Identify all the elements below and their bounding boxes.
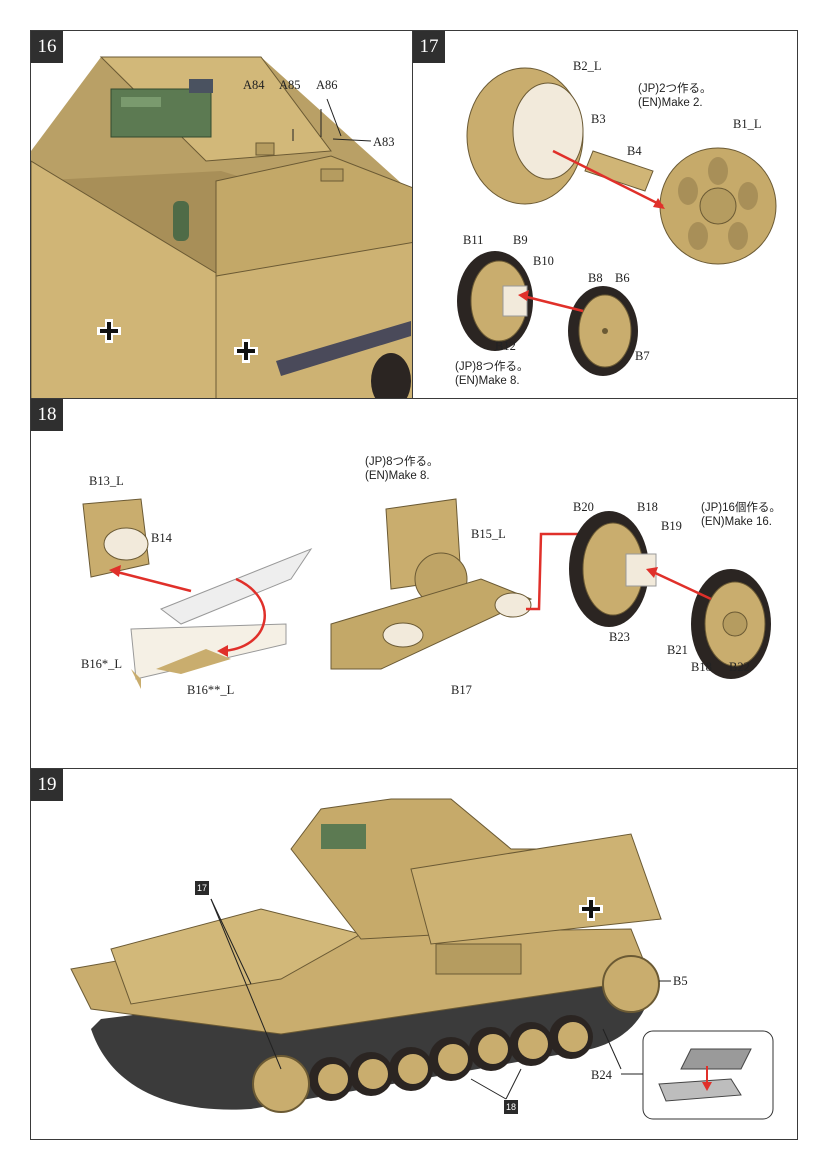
- step-number: 16: [31, 31, 63, 63]
- note-make-8: (JP)8つ作る。 (EN)Make 8.: [455, 360, 528, 388]
- part-label-b16ll: B16**_L: [187, 683, 235, 697]
- note-en: (EN)Make 16.: [701, 516, 772, 528]
- part-label-b13l: B13_L: [89, 474, 124, 488]
- part-label-b2l: B2_L: [573, 59, 602, 73]
- note-jp: (JP)16個作る。: [701, 502, 781, 514]
- part-label-b5: B5: [673, 974, 688, 988]
- note-en: (EN)Make 2.: [638, 97, 703, 109]
- note-jp: (JP)8つ作る。: [455, 361, 529, 373]
- part-label-b9: B9: [513, 233, 528, 247]
- note-en: (EN)Make 8.: [455, 375, 520, 387]
- step-number: 18: [31, 399, 63, 431]
- step-19-illustration: [70, 798, 774, 1120]
- part-label-b17: B17: [451, 683, 472, 697]
- note-make-8: (JP)8つ作る。 (EN)Make 8.: [365, 455, 438, 483]
- part-label-b18: B18: [691, 660, 712, 674]
- part-label-b20: B20: [573, 500, 594, 514]
- part-label-b14: B14: [151, 531, 172, 545]
- note-make-16: (JP)16個作る。 (EN)Make 16.: [701, 501, 781, 529]
- part-label-a84: A84: [243, 78, 265, 92]
- note-jp: (JP)2つ作る。: [638, 83, 712, 95]
- part-label-b6: B6: [615, 271, 630, 285]
- part-label-b16l: B16*_L: [81, 657, 122, 671]
- step-number: 19: [31, 769, 63, 801]
- part-label-a86: A86: [316, 78, 338, 92]
- step-ref-tag-17: 17: [195, 881, 209, 895]
- part-label-b22: B22: [729, 660, 750, 674]
- step-17-illustration: [457, 67, 777, 376]
- part-label-b7: B7: [635, 349, 650, 363]
- step-19-panel: 19 17 18 B5 B24: [30, 768, 798, 1140]
- part-label-b8: B8: [588, 271, 603, 285]
- part-label-b24: B24: [591, 1068, 612, 1082]
- part-label-b18: B18: [637, 500, 658, 514]
- part-label-b1l: B1_L: [733, 117, 762, 131]
- step-18-panel: 18 B13_L B14 B16*_L B16**_L (JP)8つ作る。 (E…: [30, 398, 798, 770]
- part-label-b21: B21: [667, 643, 688, 657]
- part-label-b11: B11: [463, 233, 484, 247]
- part-label-b3: B3: [591, 112, 606, 126]
- step-17-panel: 17 B2_L B3 B1_L B4 (JP)2つ作る。 (EN)Make 2.…: [412, 30, 798, 400]
- step-16-panel: 16 A84 A85 A86 A83: [30, 30, 414, 400]
- step-number: 17: [413, 31, 445, 63]
- part-label-b12: B12: [495, 339, 516, 353]
- step-16-illustration: [31, 56, 413, 399]
- step-18-illustration: [82, 498, 771, 689]
- part-label-b15l: B15_L: [471, 527, 506, 541]
- part-label-a85: A85: [279, 78, 301, 92]
- part-label-b10: B10: [533, 254, 554, 268]
- part-label-b19: B19: [661, 519, 682, 533]
- part-label-b23: B23: [609, 630, 630, 644]
- note-make-2: (JP)2つ作る。 (EN)Make 2.: [638, 82, 711, 110]
- part-label-b4: B4: [627, 144, 642, 158]
- step-ref-tag-18: 18: [504, 1100, 518, 1114]
- note-en: (EN)Make 8.: [365, 470, 430, 482]
- note-jp: (JP)8つ作る。: [365, 456, 439, 468]
- part-label-a83: A83: [373, 135, 395, 149]
